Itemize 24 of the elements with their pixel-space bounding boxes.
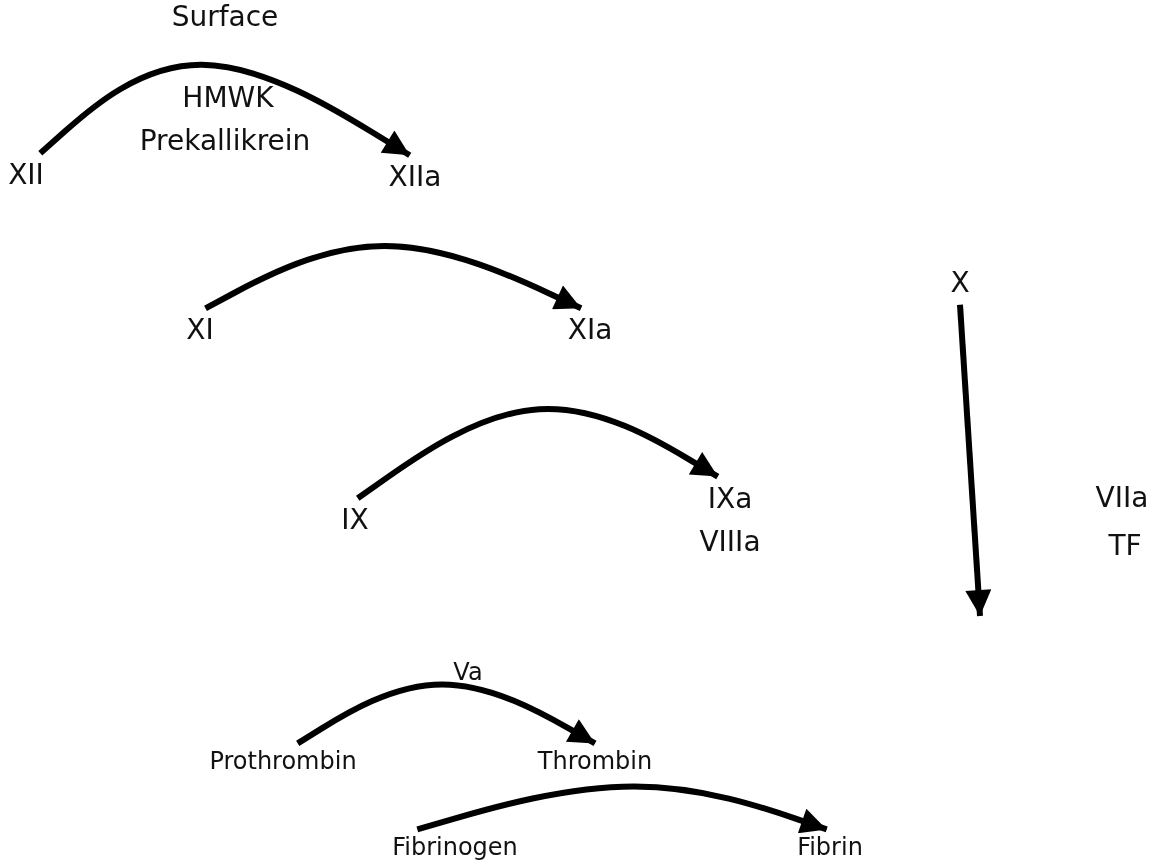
cofactor-label: VIIa [1095, 480, 1149, 514]
factor-label: X [950, 265, 970, 302]
cofactor-label: Va [453, 658, 483, 686]
cofactor-label: Prekallikrein [139, 123, 311, 157]
cofactor-label: HMWK [182, 80, 274, 114]
arrow [296, 681, 597, 746]
factor-label: XIa [567, 312, 613, 349]
arrow [38, 61, 412, 158]
factor-label: IXa [707, 480, 753, 517]
factor-label: IX [341, 502, 369, 539]
arrow [957, 304, 992, 617]
arrow [204, 243, 583, 312]
factor-label: Thrombin [537, 746, 653, 778]
factor-label: XIIa [388, 159, 442, 196]
factor-label: Fibrinogen [392, 832, 518, 864]
arrow [416, 783, 828, 834]
factor-label: Fibrin [797, 832, 863, 864]
cofactor-label: TF [1108, 528, 1142, 562]
factor-label: Prothrombin [209, 746, 357, 778]
factor-label: VIIIa [699, 524, 761, 560]
factor-label: XI [186, 312, 214, 349]
cofactor-label: Surface [171, 0, 279, 33]
factor-label: XII [8, 157, 44, 194]
arrow [356, 406, 720, 501]
